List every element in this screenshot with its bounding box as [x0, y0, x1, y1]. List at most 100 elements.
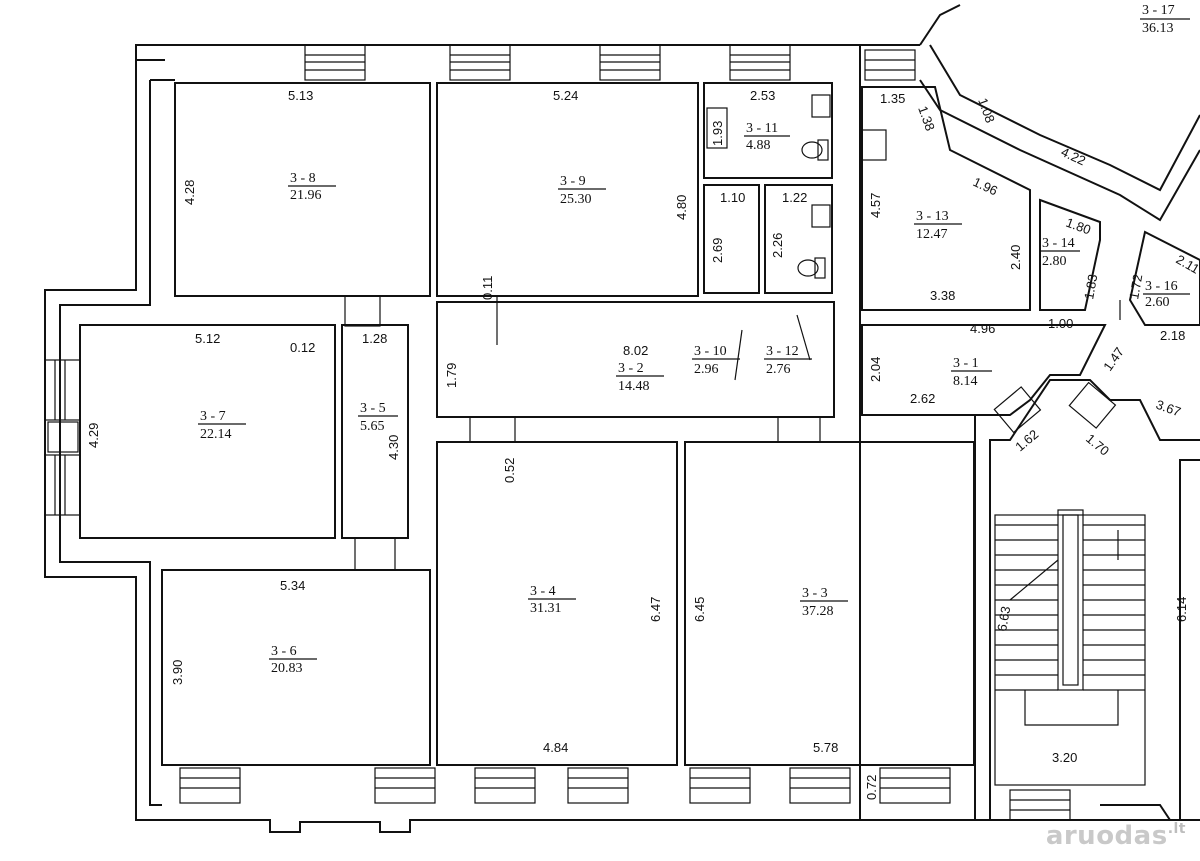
dim-4-30: 4.30 — [386, 435, 401, 460]
dim-4-28: 4.28 — [182, 180, 197, 205]
room-3-13-id: 3 - 13 — [916, 209, 949, 224]
dim-2-62: 2.62 — [910, 391, 935, 406]
dim-1-96: 1.96 — [971, 174, 1000, 198]
room-3-2-id: 3 - 2 — [618, 361, 644, 376]
dim-2-11: 2.11 — [1174, 252, 1200, 277]
dim-8-02: 8.02 — [623, 343, 648, 358]
dim-1-83: 1.83 — [1081, 273, 1100, 301]
dim-0-72: 0.72 — [864, 775, 879, 800]
dim-1-28: 1.28 — [362, 331, 387, 346]
room-3-4-area: 31.31 — [530, 601, 562, 616]
room-3-14-outline — [1039, 198, 1101, 311]
dim-6-63: 6.63 — [994, 605, 1013, 633]
dim-0-12: 0.12 — [290, 340, 315, 355]
room-3-5-area: 5.65 — [360, 419, 385, 434]
room-3-16-area: 2.60 — [1145, 295, 1170, 310]
room-3-11-outline — [703, 82, 833, 179]
room-3-6-outline — [161, 569, 431, 766]
room-3-8-id: 3 - 8 — [290, 171, 316, 186]
dim-2-69: 2.69 — [710, 238, 725, 263]
room-walls — [79, 82, 1200, 766]
dim-2-53: 2.53 — [750, 88, 775, 103]
dim-4-57: 4.57 — [868, 193, 883, 218]
dim-4-22: 4.22 — [1059, 144, 1088, 168]
room-3-17-area: 36.13 — [1142, 21, 1174, 36]
room-3-1-id: 3 - 1 — [953, 356, 979, 371]
dim-4-84: 4.84 — [543, 740, 568, 755]
room-3-9-outline — [436, 82, 699, 297]
room-3-13-area: 12.47 — [916, 227, 948, 242]
room-3-4-id: 3 - 4 — [530, 584, 556, 599]
dim-0-52: 0.52 — [502, 458, 517, 483]
room-3-13-outline — [861, 86, 1031, 311]
room-3-12-id: 3 - 12 — [766, 344, 799, 359]
aruodas-watermark: aruodas.lt — [1046, 821, 1186, 851]
room-3-1-area: 8.14 — [953, 374, 978, 389]
room-3-14-id: 3 - 14 — [1042, 236, 1075, 251]
sanitary-fixtures — [706, 94, 887, 279]
dim-3-20: 3.20 — [1052, 750, 1077, 765]
dim-3-38: 3.38 — [930, 288, 955, 303]
top-windows — [44, 44, 1071, 821]
room-3-12-area: 2.76 — [766, 362, 791, 377]
room-3-4-outline — [436, 441, 678, 766]
dim-5-12: 5.12 — [195, 331, 220, 346]
dim-1-10: 1.10 — [720, 190, 745, 205]
dim-6-45: 6.45 — [692, 597, 707, 622]
toilet-icon-2 — [797, 259, 819, 277]
dim-1-72: 1.72 — [1126, 273, 1145, 301]
room-3-5-id: 3 - 5 — [360, 401, 386, 416]
room-3-14-area: 2.80 — [1042, 254, 1067, 269]
room-3-2-outline — [436, 301, 835, 418]
dim-5-34: 5.34 — [280, 578, 305, 593]
room-3-9-id: 3 - 9 — [560, 174, 586, 189]
staircase — [994, 509, 1146, 786]
room-3-10-outline — [703, 184, 760, 294]
dim-1-00: 1.00 — [1048, 316, 1073, 331]
dim-4-96: 4.96 — [970, 321, 995, 336]
dim-5-13: 5.13 — [288, 88, 313, 103]
dim-3-90: 3.90 — [170, 660, 185, 685]
sink-icon-1 — [811, 94, 831, 118]
dim-2-04: 2.04 — [868, 357, 883, 382]
dim-2-18: 2.18 — [1160, 328, 1185, 343]
room-3-11-area: 4.88 — [746, 138, 771, 153]
room-3-7-outline — [79, 324, 336, 539]
dim-0-11: 0.11 — [480, 276, 495, 300]
sink-icon-3 — [861, 129, 887, 161]
room-3-12-outline — [764, 184, 833, 294]
dim-1-38: 1.38 — [915, 104, 938, 133]
room-3-8-area: 21.96 — [290, 188, 322, 203]
room-3-9-area: 25.30 — [560, 192, 592, 207]
dim-5-24: 5.24 — [553, 88, 578, 103]
dim-5-78: 5.78 — [813, 740, 838, 755]
dim-4-29: 4.29 — [86, 423, 101, 448]
room-3-2-area: 14.48 — [618, 379, 650, 394]
sink-icon-2 — [811, 204, 831, 228]
dim-2-40: 2.40 — [1008, 245, 1023, 270]
dim-1-47: 1.47 — [1100, 344, 1127, 373]
room-3-8-outline — [174, 82, 431, 297]
room-3-17-id: 3 - 17 — [1142, 3, 1175, 18]
dim-1-79: 1.79 — [444, 363, 459, 388]
dim-3-67: 3.67 — [1154, 397, 1183, 420]
room-3-10-area: 2.96 — [694, 362, 719, 377]
leader-lines — [496, 296, 811, 381]
dim-2-26: 2.26 — [770, 233, 785, 258]
room-3-16-id: 3 - 16 — [1145, 279, 1178, 294]
dim-6-47: 6.47 — [648, 597, 663, 622]
dim-1-70: 1.70 — [1083, 431, 1112, 459]
doors — [344, 80, 1121, 820]
room-3-6-area: 20.83 — [271, 661, 303, 676]
room-3-10-id: 3 - 10 — [694, 344, 727, 359]
room-3-3-id: 3 - 3 — [802, 586, 828, 601]
room-3-6-id: 3 - 6 — [271, 644, 297, 659]
room-3-7-area: 22.14 — [200, 427, 232, 442]
toilet-icon-1 — [801, 141, 823, 159]
dim-1-93: 1.93 — [710, 121, 725, 146]
dim-4-80: 4.80 — [674, 195, 689, 220]
room-3-11-id: 3 - 11 — [746, 121, 778, 136]
room-3-16-outline — [1128, 230, 1200, 326]
watermark-tld: .lt — [1167, 821, 1186, 837]
